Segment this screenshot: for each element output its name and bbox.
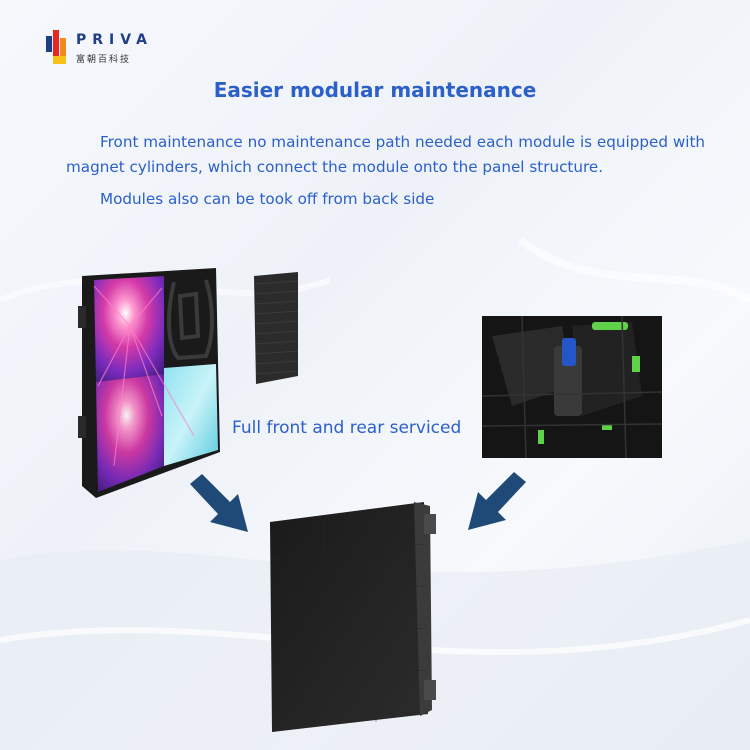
arrow-down-right-icon <box>190 474 248 532</box>
cabinet-assembled-image <box>270 502 436 732</box>
led-module-image <box>254 272 299 384</box>
priva-logo: PRIVA 富朝百科技 <box>46 28 156 72</box>
note-text: Modules also can be took off from back s… <box>100 190 435 208</box>
cabinet-front-image <box>78 268 220 498</box>
arrow-down-left-icon <box>468 472 526 530</box>
brand-tagline: 富朝百科技 <box>76 55 132 65</box>
page-title: Easier modular maintenance <box>213 78 537 102</box>
cabinet-rear-image <box>482 316 662 458</box>
description-paragraph: Front maintenance no maintenance path ne… <box>66 133 706 176</box>
priva-logo-icon <box>46 30 66 64</box>
service-caption: Full front and rear serviced <box>232 418 462 438</box>
brand-name: PRIVA <box>76 32 153 48</box>
